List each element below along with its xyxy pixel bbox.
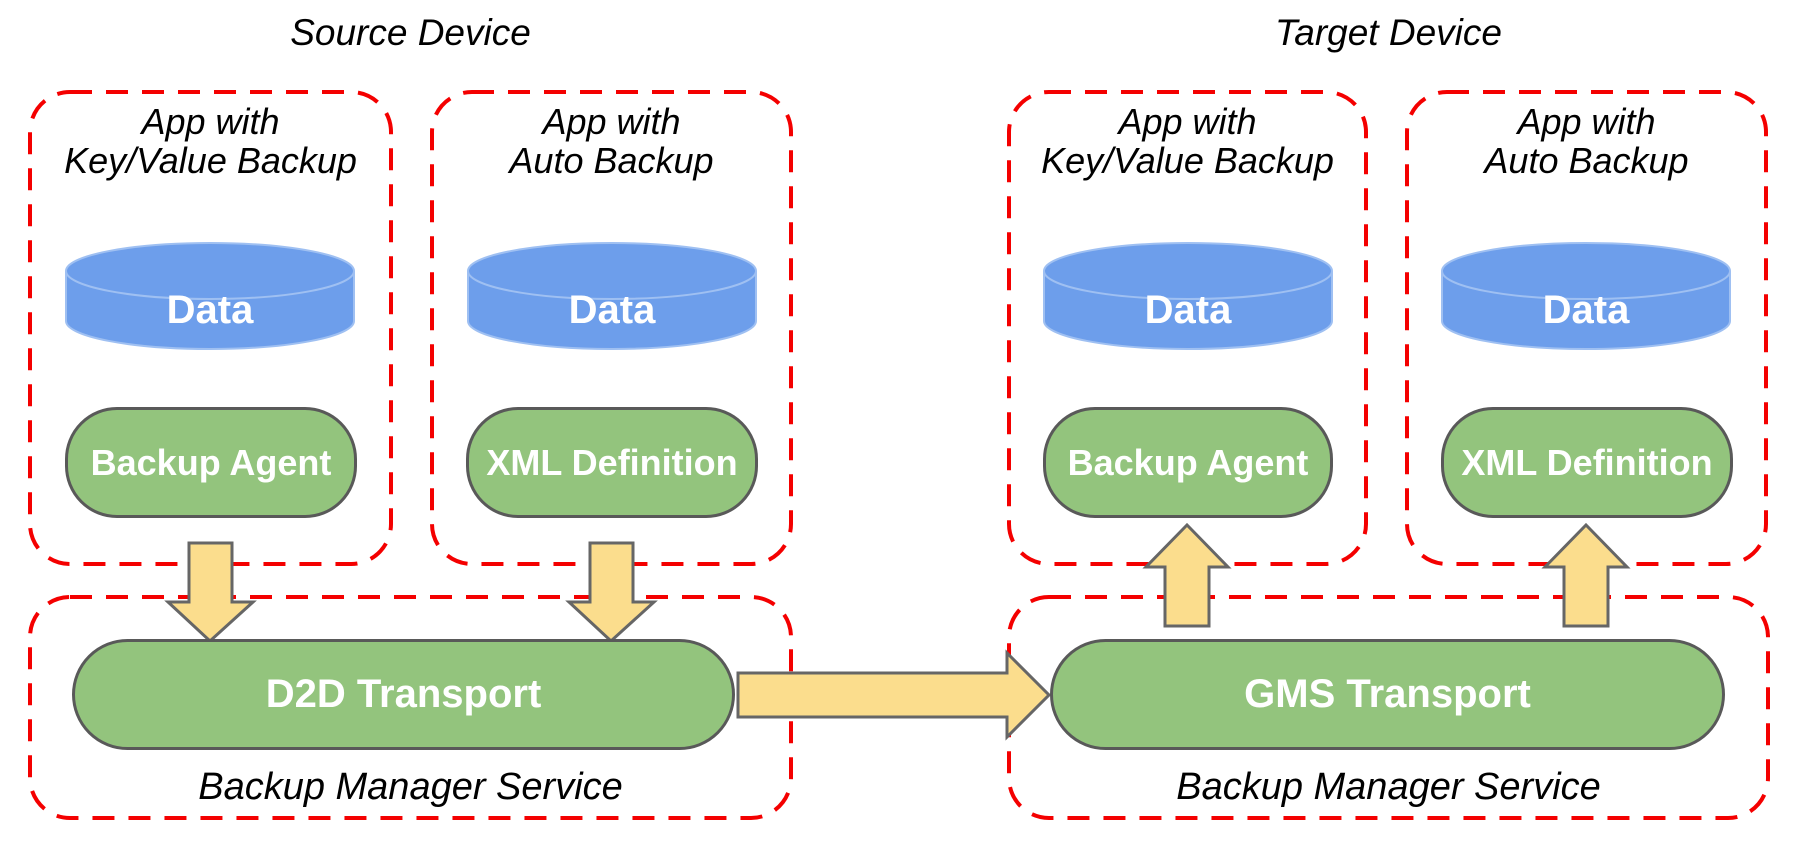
cylinder-top xyxy=(1043,242,1333,300)
target-backup-agent-pill: Backup Agent xyxy=(1043,407,1333,518)
app-label-line1: App with xyxy=(542,101,681,142)
database-cylinder-icon xyxy=(1043,242,1333,350)
source-backup-manager-service-boundary xyxy=(28,595,793,820)
app-label-line1: App with xyxy=(1118,101,1257,142)
source-device-title: Source Device xyxy=(290,12,531,53)
cylinder-top xyxy=(65,242,355,300)
data-store-label: Data xyxy=(1542,287,1630,332)
app-label-line1: App with xyxy=(1517,101,1656,142)
source-xml-definition-pill: XML Definition xyxy=(466,407,758,518)
target-device-title: Target Device xyxy=(1275,12,1502,53)
cylinder-top xyxy=(467,242,757,300)
source-backup-agent-pill: Backup Agent xyxy=(65,407,357,518)
source-auto-app-boundary xyxy=(430,90,793,566)
target-keyvalue-data-cylinder: Data xyxy=(1042,239,1334,351)
target-auto-data-cylinder: Data xyxy=(1440,239,1732,351)
target-backup-manager-service-boundary xyxy=(1007,595,1770,820)
app-label-line2: Auto Backup xyxy=(1484,140,1689,181)
d2d-transport-pill: D2D Transport xyxy=(72,639,735,750)
app-label-line2: Auto Backup xyxy=(509,140,714,181)
app-label-line1: App with xyxy=(141,101,280,142)
target-auto-app-boundary xyxy=(1405,90,1768,566)
gms-transport-pill: GMS Transport xyxy=(1050,639,1725,750)
database-cylinder-icon xyxy=(467,242,757,350)
source-auto-app-label: App with Auto Backup xyxy=(430,102,793,180)
down-arrow-backup-agent-to-d2d-icon xyxy=(164,541,257,644)
source-keyvalue-data-cylinder: Data xyxy=(64,239,356,351)
target-backup-manager-service-label: Backup Manager Service xyxy=(1176,766,1601,808)
database-cylinder-icon xyxy=(1441,242,1731,350)
down-arrow-xml-definition-to-d2d-icon xyxy=(565,541,658,644)
database-cylinder-icon xyxy=(65,242,355,350)
up-arrow-gms-to-xml-definition-icon xyxy=(1541,522,1631,628)
target-xml-definition-pill: XML Definition xyxy=(1441,407,1733,518)
source-backup-manager-service-label: Backup Manager Service xyxy=(198,766,623,808)
app-label-line2: Key/Value Backup xyxy=(1041,140,1334,181)
data-store-label: Data xyxy=(568,287,656,332)
data-store-label: Data xyxy=(166,287,254,332)
up-arrow-gms-to-backup-agent-icon xyxy=(1142,522,1232,628)
cylinder-top xyxy=(1441,242,1731,300)
source-auto-data-cylinder: Data xyxy=(466,239,758,351)
right-arrow-d2d-to-gms-icon xyxy=(736,649,1052,741)
data-store-label: Data xyxy=(1144,287,1232,332)
target-auto-app-label: App with Auto Backup xyxy=(1405,102,1768,180)
source-keyvalue-app-label: App with Key/Value Backup xyxy=(28,102,393,180)
app-label-line2: Key/Value Backup xyxy=(64,140,357,181)
target-keyvalue-app-label: App with Key/Value Backup xyxy=(1007,102,1368,180)
